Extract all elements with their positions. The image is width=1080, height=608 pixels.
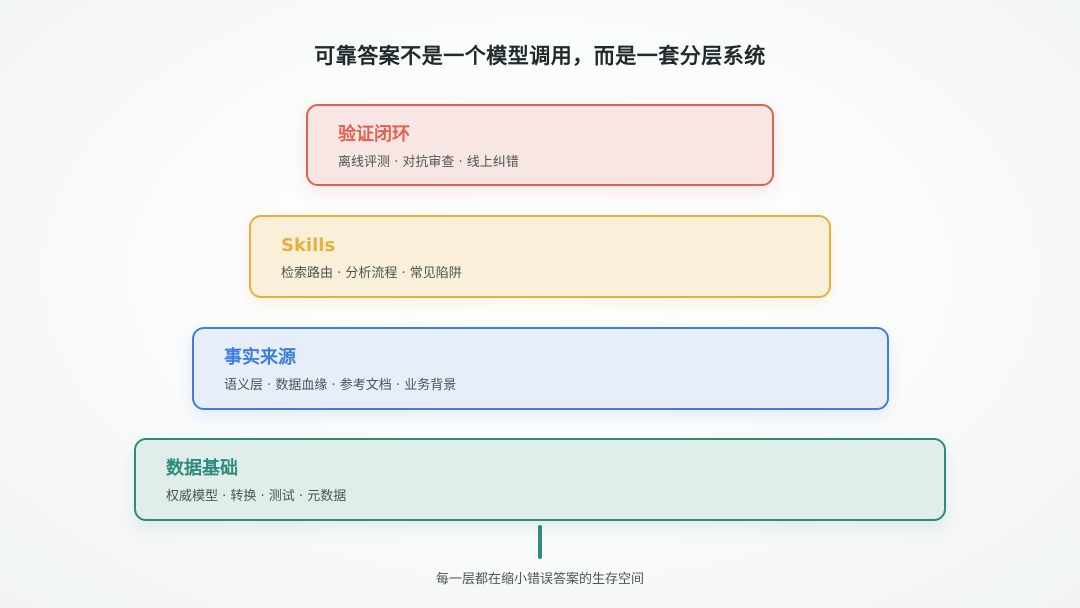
footnote: 每一层都在缩小错误答案的生存空间 [435, 572, 644, 587]
layer-items: 语义层 · 数据血缘 · 参考文档 · 业务背景 [224, 378, 457, 393]
layer-title: 事实来源 [224, 347, 296, 368]
layer-items: 检索路由 · 分析流程 · 常见陷阱 [281, 266, 462, 281]
layer-verification-loop: 验证闭环 离线评测 · 对抗审查 · 线上纠错 [306, 104, 774, 186]
layer-items: 权威模型 · 转换 · 测试 · 元数据 [166, 489, 347, 504]
layer-title: 数据基础 [166, 458, 238, 479]
connector-line [538, 525, 542, 559]
layer-items: 离线评测 · 对抗审查 · 线上纠错 [338, 155, 519, 170]
layer-source-of-truth: 事实来源 语义层 · 数据血缘 · 参考文档 · 业务背景 [192, 327, 889, 410]
layer-skills: Skills 检索路由 · 分析流程 · 常见陷阱 [249, 215, 831, 298]
layer-title: Skills [281, 235, 336, 256]
layer-data-foundation: 数据基础 权威模型 · 转换 · 测试 · 元数据 [134, 438, 946, 521]
page-title: 可靠答案不是一个模型调用，而是一套分层系统 [314, 44, 766, 68]
layer-title: 验证闭环 [338, 124, 410, 145]
